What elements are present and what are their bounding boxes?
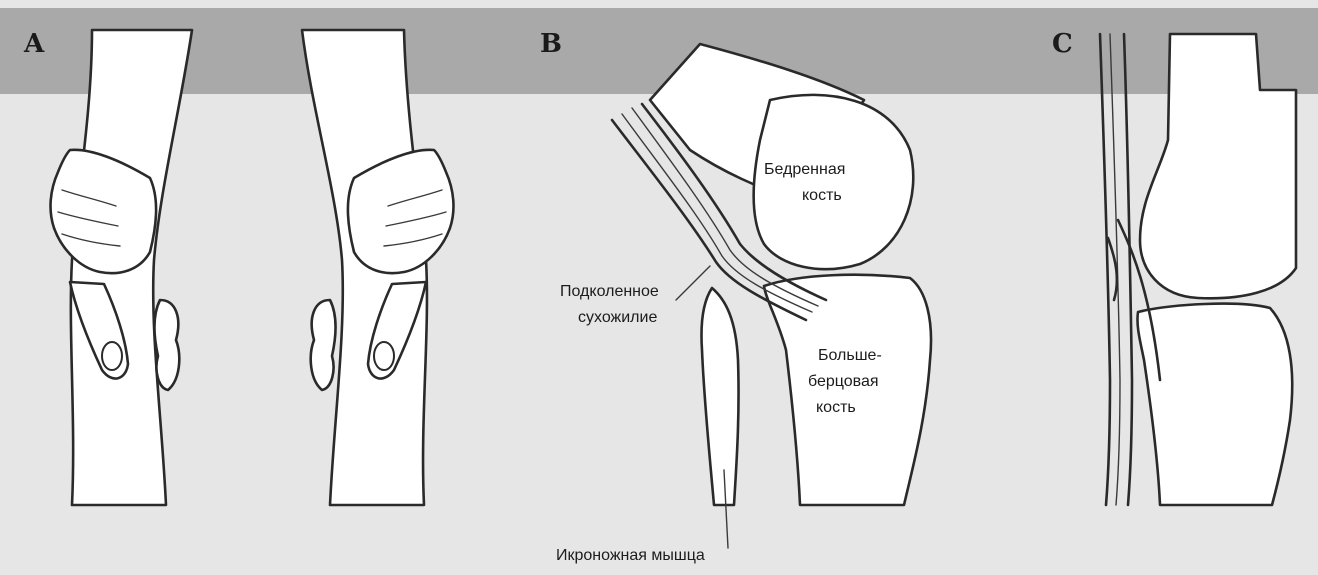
top-band bbox=[0, 8, 1318, 94]
tibia-label-line2: берцовая bbox=[808, 373, 879, 390]
femur-label-line1: Бедренная bbox=[764, 161, 845, 178]
tendon-label-line1: Подколенное bbox=[560, 283, 659, 300]
c-tibia bbox=[1137, 304, 1292, 505]
panel-b-letter: B bbox=[540, 29, 562, 59]
panel-a-letter: A bbox=[23, 29, 45, 59]
calf-muscle-label: Икроножная мышца bbox=[556, 547, 705, 564]
right-thumbnail bbox=[374, 342, 394, 370]
femur-label-line2: кость bbox=[802, 187, 842, 204]
panel-c-letter: C bbox=[1052, 29, 1073, 59]
tibia-label-line1: Больше- bbox=[818, 347, 882, 364]
tibia-label-line3: кость bbox=[816, 399, 856, 416]
left-thumbnail bbox=[102, 342, 122, 370]
right-fingertips bbox=[311, 300, 336, 390]
left-fingertips bbox=[155, 300, 180, 390]
tendon-label-line2: сухожилие bbox=[578, 309, 657, 326]
femur-condyle bbox=[754, 95, 914, 269]
